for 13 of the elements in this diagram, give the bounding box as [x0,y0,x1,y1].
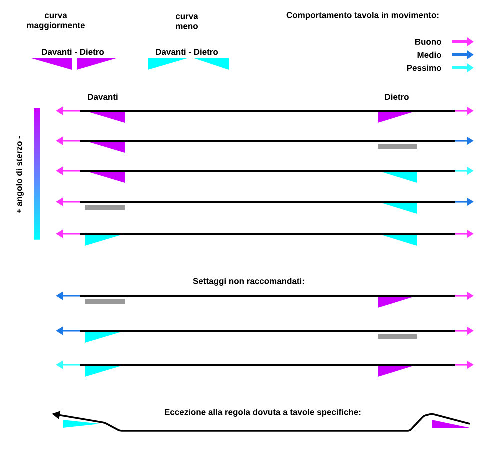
text-label: curva meno [176,14,198,30]
text-label: + angolo di sterzo - [16,136,24,214]
text-label: Dietro [385,94,409,100]
text-label: Eccezione alla regola dovuta a tavole specifiche: [165,409,361,417]
text-label: Davanti [88,94,118,100]
legend-label: Buono [415,39,442,45]
text-label: Davanti - Dietro [156,48,218,56]
legend-label: Pessimo [407,64,442,72]
text-label: curva maggiormente [27,14,85,30]
text-label: Settaggi non raccomandati: [193,278,304,286]
legend-label: Medio [418,52,442,58]
text-label: Davanti - Dietro [42,48,104,56]
text-label: Comportamento tavola in movimento: [286,12,439,20]
